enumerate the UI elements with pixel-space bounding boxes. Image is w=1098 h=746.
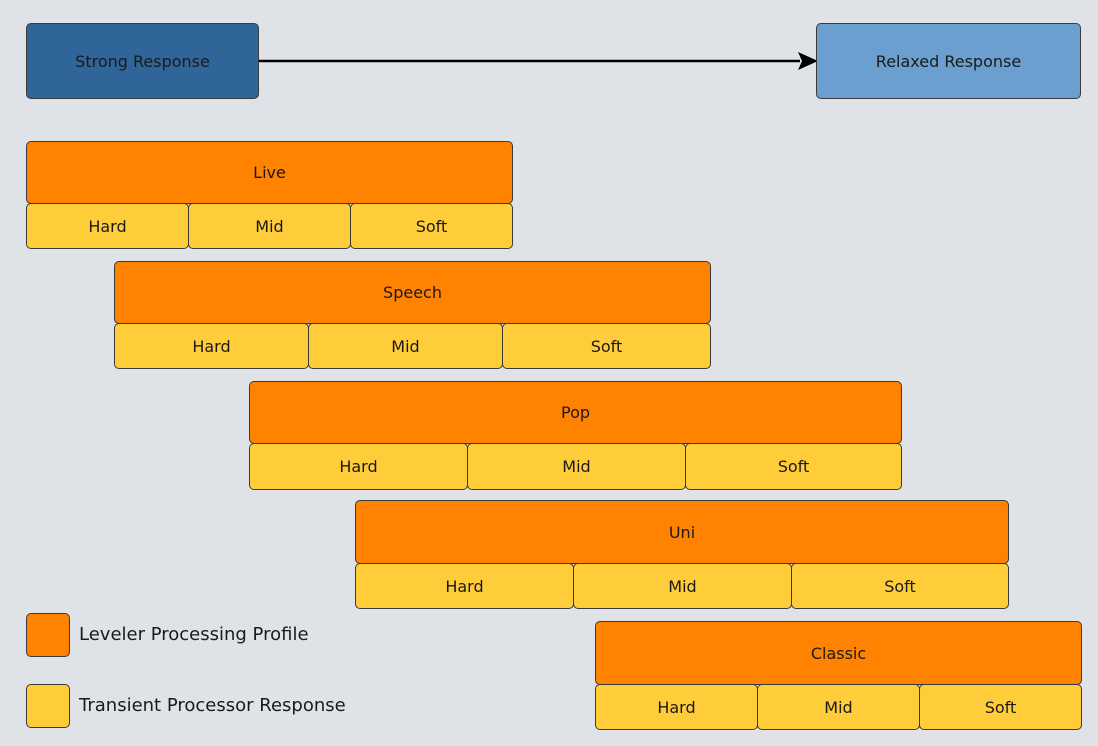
- arrow-head-icon: [798, 52, 818, 70]
- profile-label: Uni: [668, 522, 696, 542]
- profile-label: Pop: [560, 403, 591, 422]
- legend-profile-label: Leveler Processing Profile: [79, 624, 309, 645]
- strong-response-label: Strong Response: [75, 51, 210, 71]
- response-mid: Mid: [573, 563, 792, 609]
- legend-response-swatch: [26, 684, 70, 728]
- response-label: Soft: [415, 216, 448, 236]
- response-label: Mid: [668, 576, 697, 596]
- response-label: Soft: [984, 697, 1017, 717]
- profile-classic: Classic: [595, 621, 1082, 685]
- strong-response-box: Strong Response: [26, 23, 259, 99]
- response-label: Mid: [391, 336, 420, 356]
- response-soft: Soft: [791, 563, 1009, 609]
- response-label: Mid: [255, 216, 284, 236]
- response-mid: Mid: [188, 203, 351, 249]
- response-arrow: [259, 52, 818, 70]
- response-mid: Mid: [308, 323, 503, 369]
- profile-label: Speech: [383, 283, 442, 302]
- response-label: Soft: [590, 336, 623, 356]
- response-hard: Hard: [355, 563, 574, 609]
- response-hard: Hard: [595, 684, 758, 730]
- response-label: Soft: [884, 576, 916, 596]
- response-label: Hard: [657, 697, 696, 717]
- response-label: Hard: [339, 457, 378, 476]
- response-mid: Mid: [467, 443, 686, 490]
- relaxed-response-box: Relaxed Response: [816, 23, 1081, 99]
- response-soft: Soft: [502, 323, 711, 369]
- response-soft: Soft: [919, 684, 1082, 730]
- response-label: Hard: [88, 216, 127, 236]
- profile-label: Classic: [810, 643, 867, 663]
- response-label: Mid: [824, 697, 853, 717]
- response-label: Hard: [192, 336, 231, 356]
- response-hard: Hard: [114, 323, 309, 369]
- profile-label: Live: [253, 163, 286, 182]
- response-label: Mid: [562, 457, 591, 476]
- response-label: Hard: [445, 576, 484, 596]
- profile-uni: Uni: [355, 500, 1009, 564]
- response-hard: Hard: [26, 203, 189, 249]
- profile-live: Live: [26, 141, 513, 204]
- legend-profile-swatch: [26, 613, 70, 657]
- response-soft: Soft: [685, 443, 902, 490]
- response-hard: Hard: [249, 443, 468, 490]
- response-label: Soft: [777, 457, 810, 476]
- profile-speech: Speech: [114, 261, 711, 324]
- relaxed-response-label: Relaxed Response: [875, 51, 1022, 71]
- response-soft: Soft: [350, 203, 513, 249]
- response-mid: Mid: [757, 684, 920, 730]
- profile-pop: Pop: [249, 381, 902, 444]
- legend-response-label: Transient Processor Response: [79, 695, 346, 716]
